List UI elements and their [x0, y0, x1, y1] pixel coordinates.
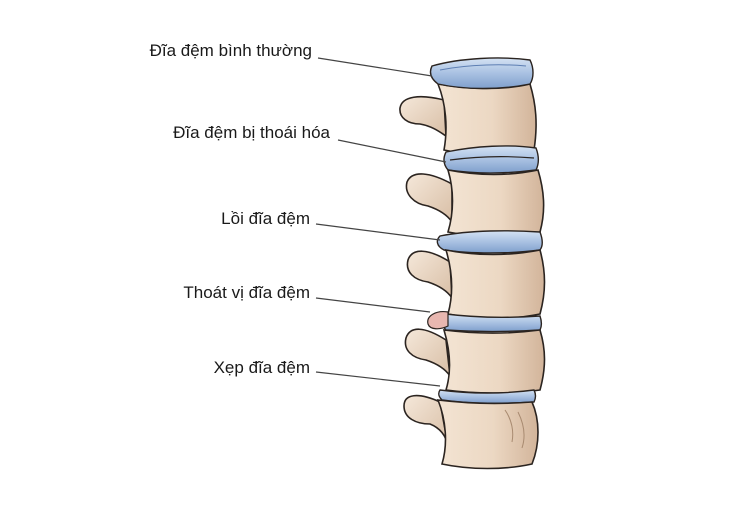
- vertebra-5: [403, 394, 539, 470]
- vertebral-body-1: [436, 82, 537, 156]
- vertebra-2: [405, 168, 545, 238]
- disc-normal: [429, 57, 534, 90]
- label-herniated-disc: Thoát vị đĩa đệm: [183, 283, 310, 302]
- vertebra-3: [406, 248, 546, 320]
- leader-line-1: [337, 139, 447, 163]
- vertebral-body-2: [446, 168, 545, 238]
- vertebral-body-4: [442, 329, 546, 394]
- herniation-bulge: [427, 311, 449, 330]
- leader-line-2: [315, 223, 441, 241]
- label-collapsed-disc: Xẹp đĩa đệm: [213, 358, 310, 377]
- label-normal-disc: Đĩa đệm bình thường: [149, 41, 312, 60]
- vertebra-1: [399, 82, 537, 156]
- leader-line-0: [317, 57, 433, 77]
- spinous-process-1: [399, 95, 447, 138]
- spinous-process-5: [403, 394, 449, 447]
- vertebral-body-5: [436, 399, 539, 470]
- label-degenerated-disc: Đĩa đệm bị thoái hóa: [173, 123, 330, 142]
- disc-degenerated: [443, 145, 539, 174]
- spinous-process-3: [406, 250, 453, 301]
- label-bulging-disc: Lồi đĩa đệm: [221, 209, 310, 228]
- spinous-process-4: [404, 328, 451, 377]
- leader-line-4: [315, 371, 441, 387]
- disc-bulging: [436, 230, 543, 254]
- leader-line-3: [315, 297, 431, 313]
- vertebral-body-3: [444, 248, 546, 320]
- vertebra-4: [404, 328, 546, 394]
- spinous-process-2: [405, 173, 453, 225]
- leader-lines: [315, 57, 447, 387]
- disc-collapsed: [437, 389, 537, 405]
